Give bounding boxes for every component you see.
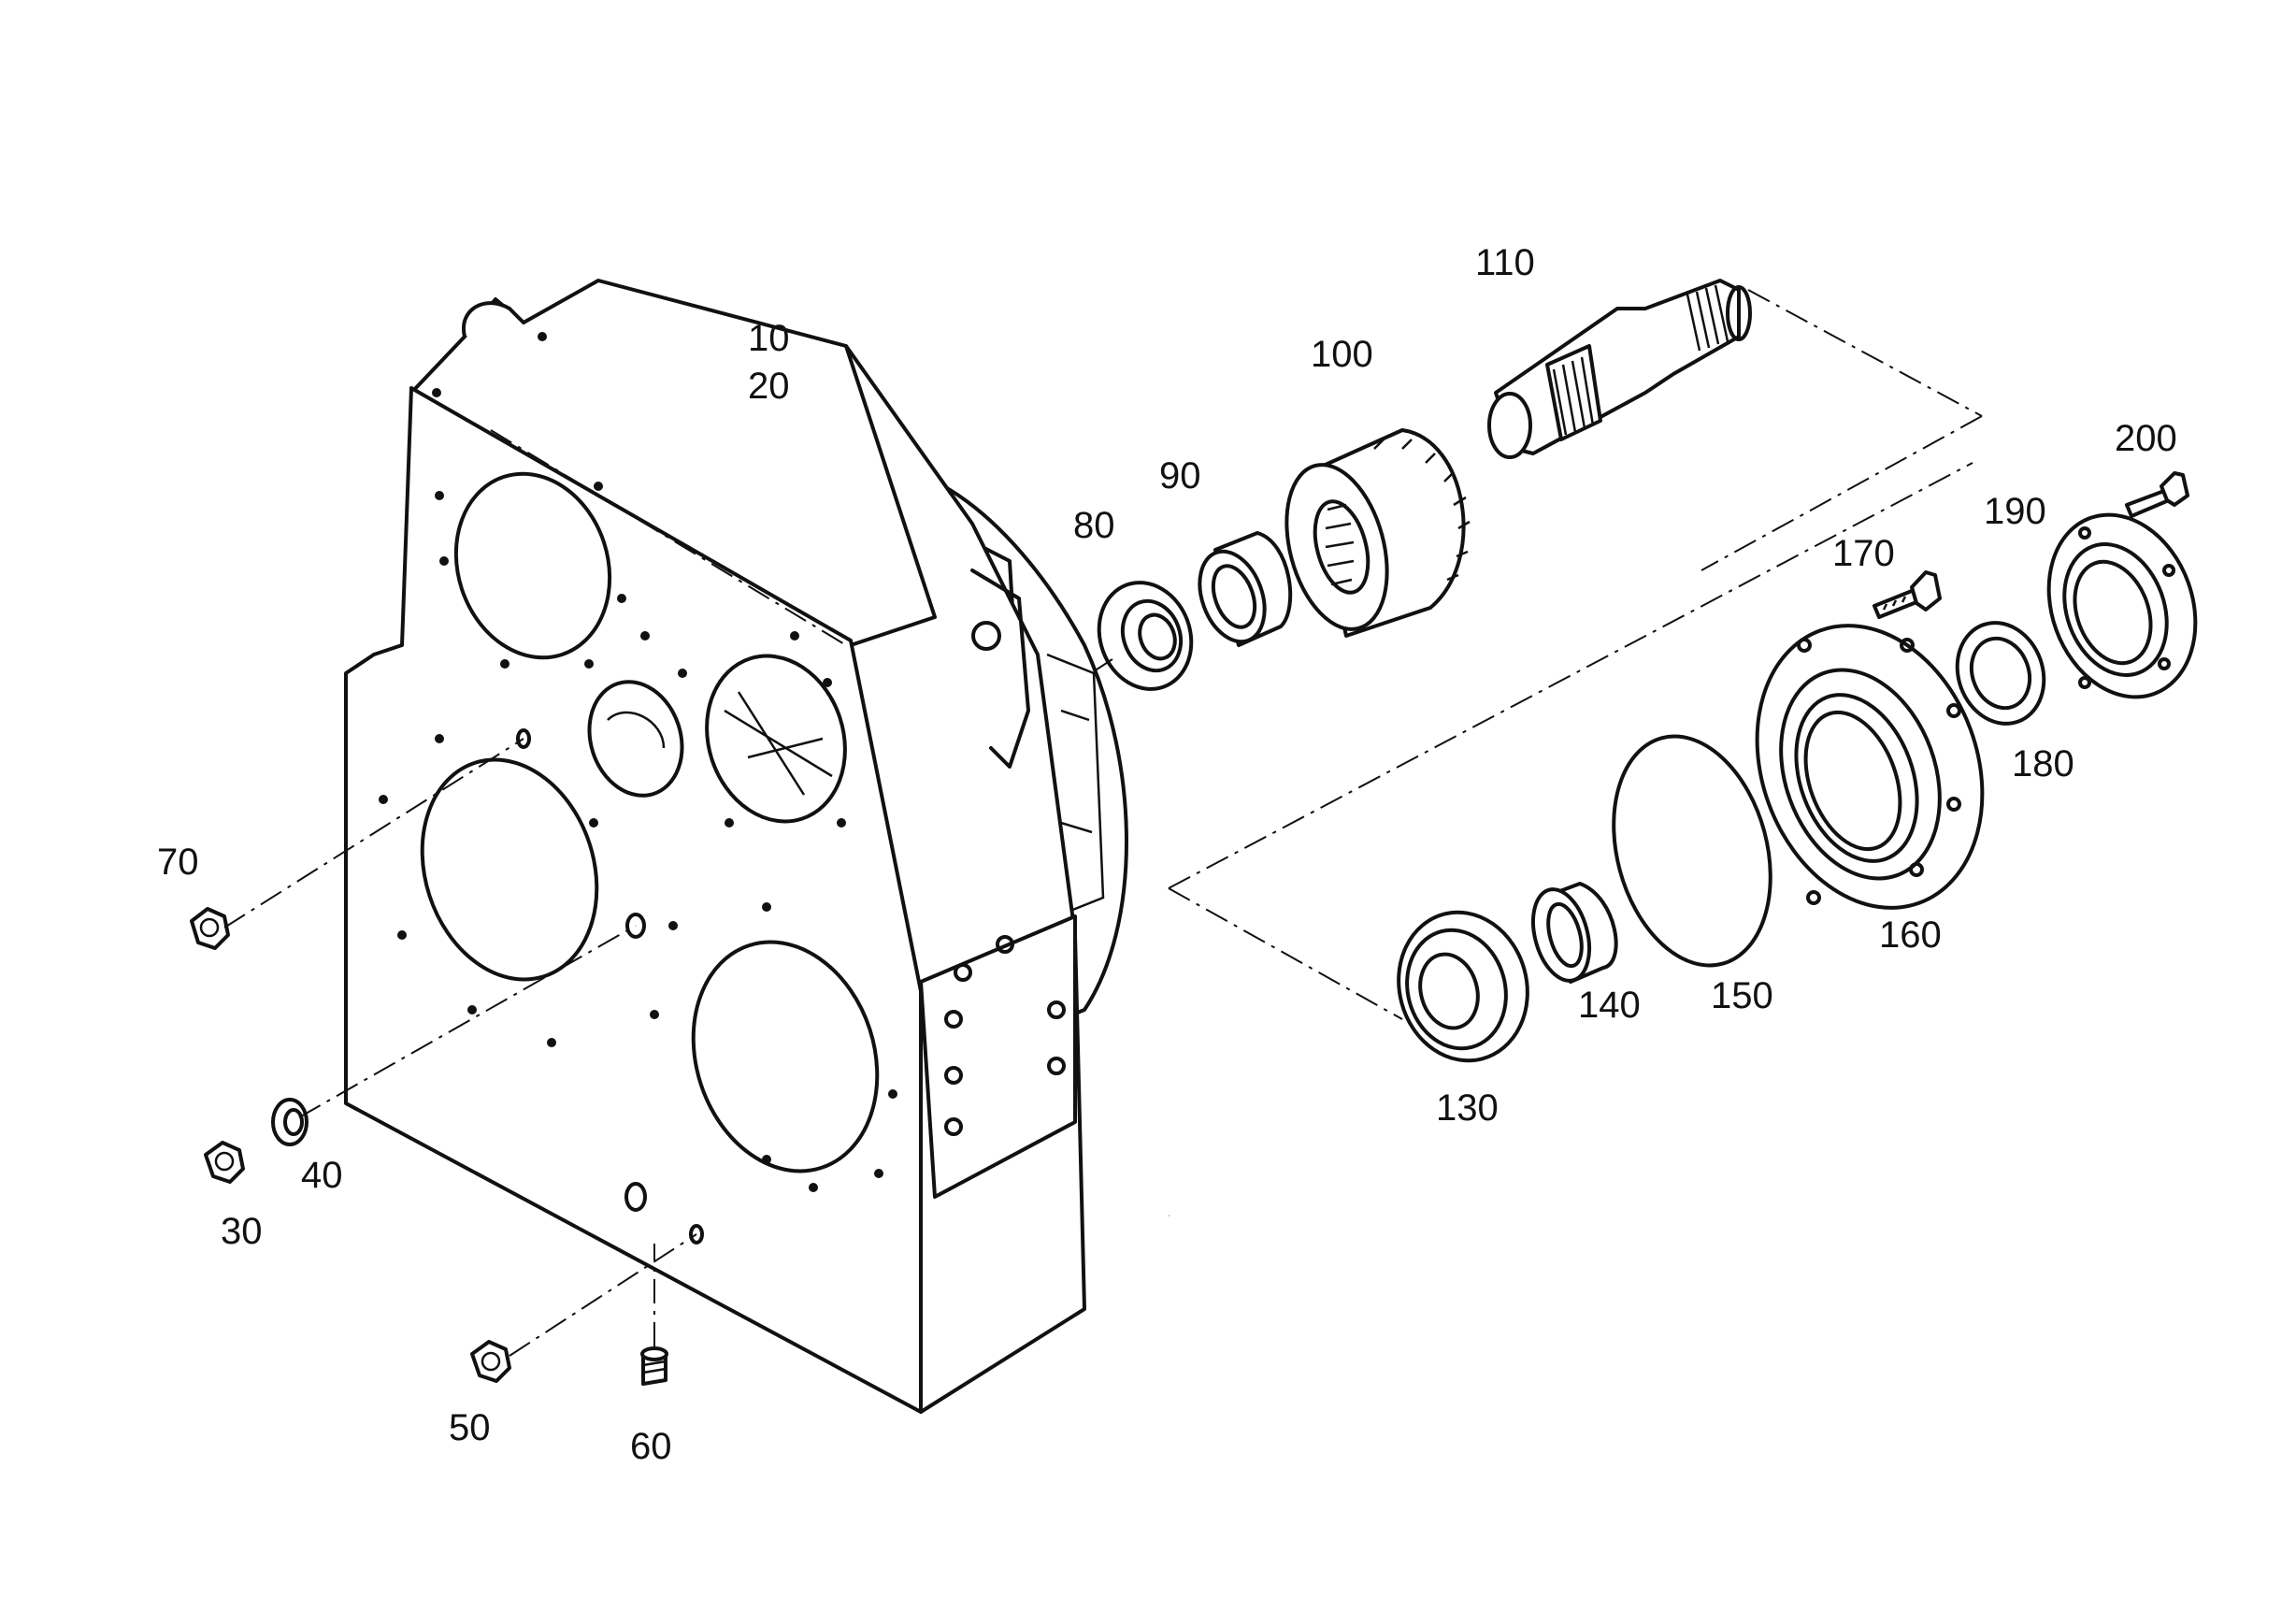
label-50: 50 — [449, 1407, 491, 1448]
bearing-80 — [1097, 581, 1194, 691]
assembly-lines — [223, 289, 1983, 1357]
label-30: 30 — [221, 1211, 263, 1252]
shaft-110 — [1487, 279, 1752, 459]
label-110: 110 — [1475, 242, 1535, 283]
label-170: 170 — [1832, 533, 1895, 574]
label-200: 200 — [2115, 418, 2177, 459]
label-40: 40 — [301, 1155, 343, 1196]
bolt-200 — [2125, 471, 2189, 518]
gearbox-housing — [344, 279, 1128, 1414]
label-60: 60 — [630, 1426, 672, 1467]
label-180: 180 — [2012, 743, 2074, 784]
washer-40 — [271, 1098, 309, 1146]
plug-50 — [470, 1340, 511, 1383]
label-100: 100 — [1311, 334, 1373, 375]
label-140: 140 — [1578, 985, 1641, 1026]
label-10: 10 — [748, 318, 790, 359]
plug-30 — [204, 1141, 245, 1184]
plug-70 — [190, 907, 230, 950]
plug-60 — [640, 1346, 668, 1386]
part-labels: 10 20 30 40 50 60 70 80 90 100 110 130 1… — [157, 242, 2177, 1467]
label-90: 90 — [1159, 455, 1201, 497]
cover-190 — [2046, 512, 2198, 699]
label-70: 70 — [157, 842, 199, 883]
label-130: 130 — [1436, 1087, 1499, 1129]
label-190: 190 — [1984, 491, 2046, 532]
gear-100 — [1284, 428, 1471, 638]
bolt-170 — [1873, 570, 1942, 619]
spacer-140 — [1531, 882, 1618, 984]
spacer-90 — [1198, 531, 1293, 647]
cover-160 — [1755, 624, 1985, 910]
label-80: 80 — [1073, 505, 1115, 546]
label-150: 150 — [1711, 975, 1773, 1016]
label-160: 160 — [1879, 914, 1942, 956]
label-20: 20 — [748, 366, 790, 407]
o-ring-150 — [1612, 734, 1772, 968]
bearing-130 — [1397, 910, 1529, 1063]
seal-180 — [1955, 621, 2046, 726]
